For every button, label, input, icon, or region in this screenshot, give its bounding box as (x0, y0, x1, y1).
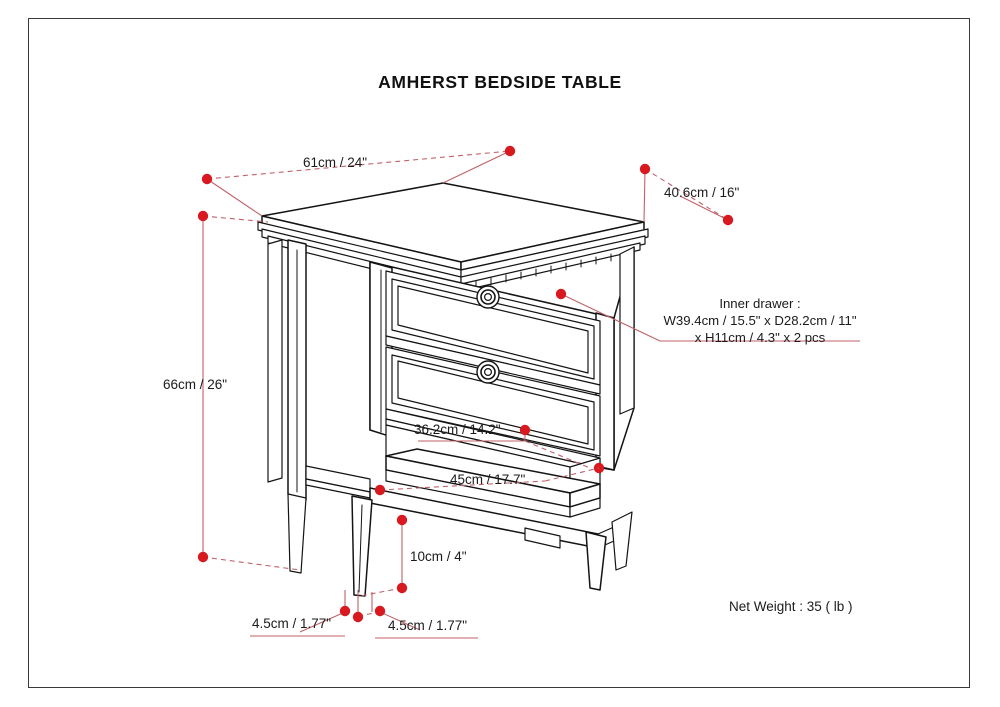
inner-drawer-line-1: Inner drawer : (719, 296, 801, 311)
bedside-table-illustration (257, 182, 649, 597)
inner-drawer-leader (560, 293, 661, 342)
drawing-border (28, 18, 970, 688)
inner-drawer-line-2: W39.4cm / 15.5" x D28.2cm / 11" (663, 313, 857, 328)
shelf-height-label: 36.2cm / 14.2" (414, 422, 501, 437)
inner-drawer-annotation: Inner drawer : W39.4cm / 15.5" x D28.2cm… (650, 295, 870, 346)
inner-drawer-line-3: x H11cm / 4.3" x 2 pcs (694, 330, 826, 345)
leg-clearance-label: 10cm / 4" (410, 549, 467, 564)
leg-left-label: 4.5cm / 1.77" (252, 616, 332, 631)
depth-label: 40.6cm / 16" (664, 185, 740, 200)
shelf-width-dimension-line (379, 480, 546, 491)
drawer-pull-upper (476, 285, 500, 309)
page-title: AMHERST BEDSIDE TABLE (378, 72, 622, 92)
width-label: 61cm / 24" (302, 155, 368, 170)
leg-right-label: 4.5cm / 1.77" (388, 618, 468, 633)
drawer-pull-lower (476, 360, 500, 384)
net-weight-label: Net Weight : 35 ( lb ) (729, 599, 853, 614)
width-dimension-line (206, 150, 511, 180)
depth-dimension-line (644, 168, 729, 221)
dimension-lines (197, 145, 860, 639)
shelf-width-label: 45cm / 17.7" (450, 472, 526, 487)
height-label: 66cm / 26" (163, 377, 228, 392)
